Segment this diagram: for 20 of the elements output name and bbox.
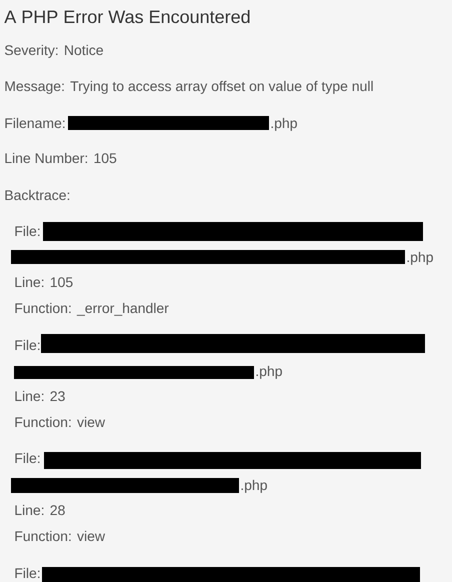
file-extension: .php [256, 366, 282, 379]
info-line: Function: _error_handler [15, 302, 169, 316]
info-line: Function: view [15, 416, 106, 428]
info-line: File: [15, 226, 40, 236]
info-line: Filename: [5, 118, 64, 128]
info-line: File: [15, 340, 40, 350]
file-extension: .php [272, 118, 297, 131]
info-line: Message: Trying to access array offset on value of type null [5, 80, 373, 94]
info-line: Backtrace: [5, 190, 70, 200]
info-line: Line: 105 [15, 276, 73, 288]
info-line: Function: view [15, 530, 106, 542]
info-line: Line: 23 [15, 390, 65, 402]
info-line: Line Number: 105 [5, 152, 116, 164]
info-line: Severity: Notice [4, 44, 103, 58]
info-line: File: [15, 452, 40, 464]
page-title: A PHP Error Was Encountered [4, 10, 250, 24]
file-extension: .php [242, 480, 267, 493]
info-line: Line: 28 [15, 504, 65, 516]
info-line: File: [15, 568, 40, 578]
file-extension: .php [408, 252, 433, 265]
